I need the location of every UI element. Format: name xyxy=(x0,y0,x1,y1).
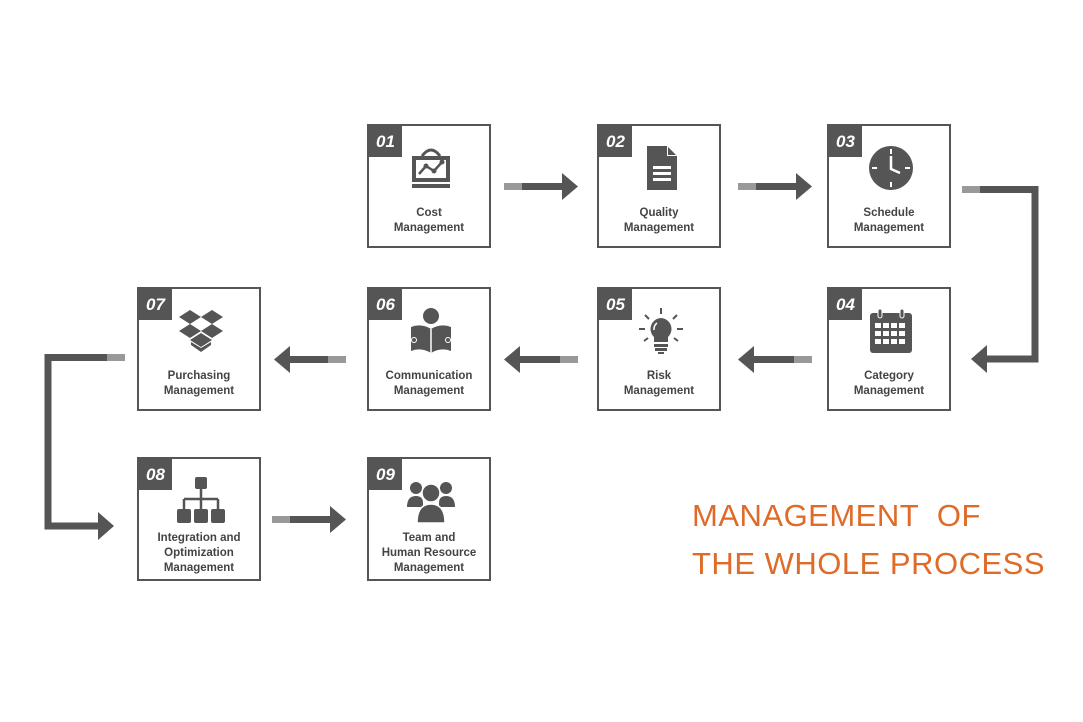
arrow-01-to-02 xyxy=(504,173,578,200)
step-label-line: Human Resource xyxy=(381,547,477,559)
step-label-line: Management xyxy=(623,222,695,234)
step-label-line: Quality xyxy=(639,207,679,219)
dropbox-boxes-icon xyxy=(179,310,223,352)
step-label-line: Purchasing xyxy=(167,370,231,382)
arrow-02-to-03 xyxy=(738,173,812,200)
step-schedule-management: 03 Schedule Management xyxy=(827,124,951,248)
step-label-line: Category xyxy=(864,370,914,382)
step-number: 07 xyxy=(139,289,172,320)
cost-chart-board-icon xyxy=(412,148,450,188)
step-team-human-resource-management: 09 Team and Human Resource Management xyxy=(367,457,491,581)
title-line-2: THE WHOLE PROCESS xyxy=(692,546,1045,581)
step-number: 08 xyxy=(139,459,172,490)
step-label-line: Integration and xyxy=(157,532,241,544)
step-cost-management: 01 Cost Management xyxy=(367,124,491,248)
arrow-07-to-08 xyxy=(44,354,125,540)
step-quality-management: 02 Quality Management xyxy=(597,124,721,248)
lightbulb-icon xyxy=(639,308,683,354)
calendar-icon xyxy=(870,308,912,353)
step-integration-optimization-management: 08 Integration and Optimization Manageme… xyxy=(137,457,261,581)
title-line-1: MANAGEMENT OF xyxy=(692,498,981,533)
step-label-line: Risk xyxy=(646,370,672,382)
step-number: 01 xyxy=(369,126,402,157)
step-risk-management: 05 Risk Management xyxy=(597,287,721,411)
step-number: 02 xyxy=(599,126,632,157)
clock-icon xyxy=(869,146,913,190)
arrow-08-to-09 xyxy=(272,506,346,533)
arrow-03-to-04 xyxy=(962,186,1039,373)
document-icon xyxy=(647,146,677,190)
step-label-line: Management xyxy=(853,385,925,397)
step-number: 09 xyxy=(369,459,402,490)
team-icon xyxy=(407,482,455,524)
step-number: 05 xyxy=(599,289,632,320)
step-category-management: 04 Category Management xyxy=(827,287,951,411)
step-communication-management: 06 Communication Management xyxy=(367,287,491,411)
arrow-06-to-07 xyxy=(274,346,346,373)
step-label-line: Management xyxy=(163,385,235,397)
step-label-line: Optimization xyxy=(164,547,234,559)
step-label-line: Management xyxy=(393,222,465,234)
step-number: 06 xyxy=(369,289,402,320)
arrow-05-to-06 xyxy=(504,346,578,373)
step-purchasing-management: 07 Purchasing Management xyxy=(137,287,261,411)
hierarchy-icon xyxy=(177,477,225,523)
step-number: 03 xyxy=(829,126,862,157)
step-label-line: Management xyxy=(393,385,465,397)
step-label-line: Schedule xyxy=(863,207,915,219)
step-label-line: Cost xyxy=(416,207,442,219)
reading-person-icon xyxy=(411,308,451,353)
step-label-line: Communication xyxy=(385,370,473,382)
step-label-line: Management xyxy=(853,222,925,234)
step-label-line: Management xyxy=(623,385,695,397)
arrow-04-to-05 xyxy=(738,346,812,373)
step-label-line: Team and xyxy=(402,532,456,544)
step-label-line: Management xyxy=(393,562,465,574)
step-label-line: Management xyxy=(163,562,235,574)
step-number: 04 xyxy=(829,289,862,320)
